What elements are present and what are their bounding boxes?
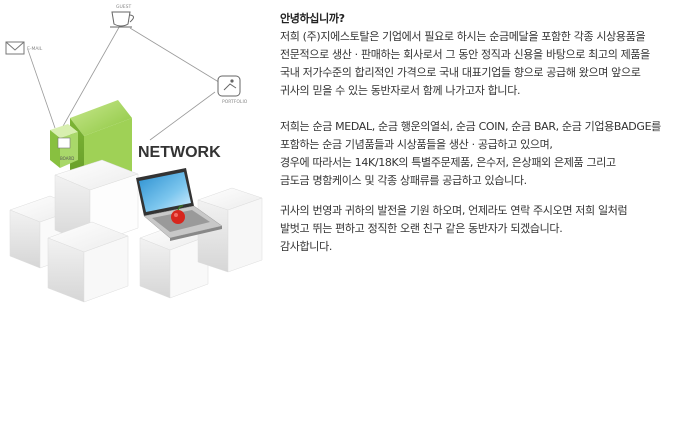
intro-line: 국내 저가수준의 합리적인 가격으로 국내 대표기업들 향으로 공급해 왔으며 … — [280, 66, 641, 79]
network-label: NETWORK — [138, 144, 221, 161]
portfolio-label: PORTFOLIO — [222, 99, 248, 105]
products-paragraph: 저희는 순금 MEDAL, 순금 행운의열쇠, 순금 COIN, 순금 BAR,… — [280, 118, 684, 190]
network-illustration: E-MAIL GUEST PORTFOLIO BOARD — [0, 0, 270, 310]
laptop-icon — [136, 168, 223, 241]
email-label: E-MAIL — [27, 46, 43, 52]
closing-paragraph: 귀사의 번영과 귀하의 발전을 기원 하오며, 언제라도 연락 주시오면 저희 … — [280, 202, 684, 256]
products-line: 금도금 명함케이스 및 각종 상패류를 공급하고 있습니다. — [280, 174, 527, 187]
network-links — [27, 21, 223, 141]
closing-line: 발벗고 뛰는 편하고 정직한 오랜 친구 같은 동반자가 되겠습니다. — [280, 222, 563, 235]
board-label: BOARD — [60, 156, 74, 161]
board-cube — [50, 124, 78, 168]
products-line: 경우에 따라서는 14K/18K의 특별주문제품, 은수저, 은상패외 은제품 … — [280, 156, 616, 169]
white-cube-center — [54, 159, 139, 246]
intro-line: 귀사의 믿을 수 있는 동반자로서 함께 나가고자 합니다. — [280, 84, 521, 97]
apple-icon — [171, 205, 185, 224]
white-cube-front — [47, 221, 129, 303]
email-icon[interactable] — [5, 41, 25, 55]
white-cube-right — [197, 187, 263, 273]
portfolio-icon[interactable] — [217, 75, 241, 97]
closing-line: 귀사의 번영과 귀하의 발전을 기원 하오며, 언제라도 연락 주시오면 저희 … — [280, 204, 628, 217]
intro-line: 저희 (주)지에스토탈은 기업에서 필요로 하시는 순금메달을 포함한 각종 시… — [280, 30, 646, 43]
products-line: 저희는 순금 MEDAL, 순금 행운의열쇠, 순금 COIN, 순금 BAR,… — [280, 120, 661, 133]
closing-line: 감사합니다. — [280, 240, 332, 253]
guest-label: GUEST — [116, 4, 131, 10]
intro-paragraph: 저희 (주)지에스토탈은 기업에서 필요로 하시는 순금메달을 포함한 각종 시… — [280, 28, 684, 100]
guest-cup-icon[interactable] — [110, 11, 134, 28]
greeting-content: 안녕하십니까? 저희 (주)지에스토탈은 기업에서 필요로 하시는 순금메달을 … — [280, 10, 684, 274]
products-line: 포함하는 순금 기념품들과 시상품들을 생산 · 공급하고 있으며, — [280, 138, 553, 151]
intro-line: 전문적으로 생산 · 판매하는 회사로서 그 동안 정직과 신용을 바탕으로 최… — [280, 48, 650, 61]
greeting-heading: 안녕하십니까? — [280, 12, 345, 25]
network-graphic: E-MAIL GUEST PORTFOLIO BOARD — [5, 4, 263, 303]
